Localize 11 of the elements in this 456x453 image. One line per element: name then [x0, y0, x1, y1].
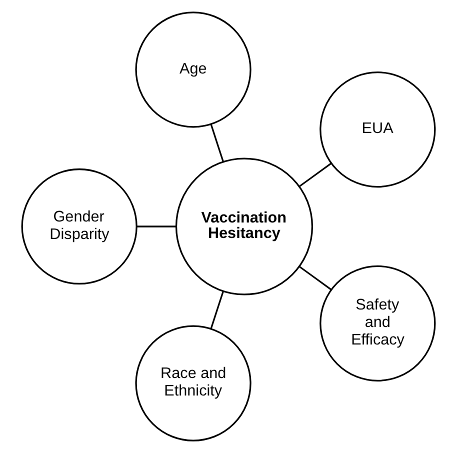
- node-circle: Race and Ethnicity: [134, 325, 251, 442]
- node-circle: Vaccination Hesitancy: [174, 158, 313, 296]
- connector: [136, 226, 176, 228]
- node-circle: EUA: [319, 72, 436, 188]
- connector: [210, 290, 224, 330]
- node-circle: Gender Disparity: [20, 168, 137, 285]
- node-circle: Age: [134, 12, 251, 128]
- connector: [298, 266, 332, 290]
- connector: [210, 124, 224, 162]
- node-circle: Safety and Efficacy: [319, 265, 436, 382]
- connector: [298, 162, 332, 188]
